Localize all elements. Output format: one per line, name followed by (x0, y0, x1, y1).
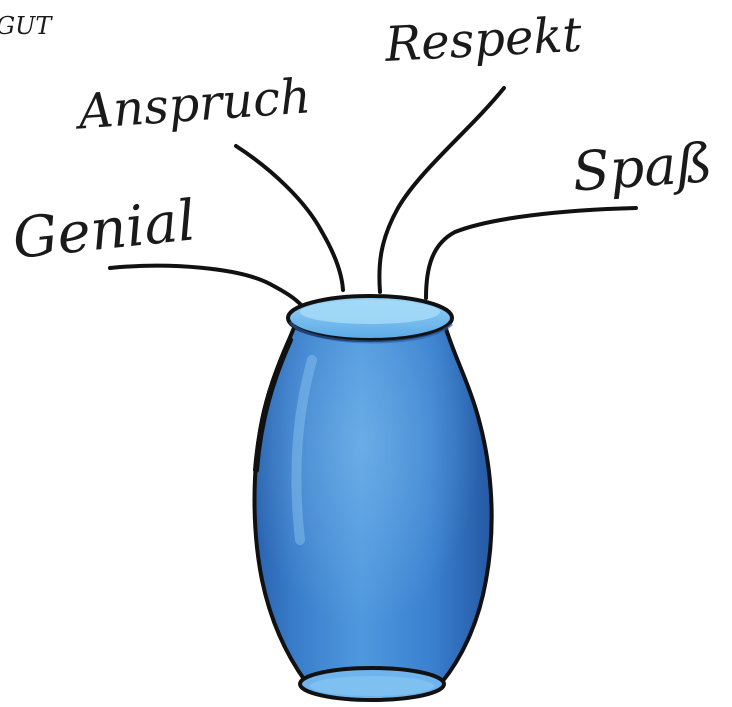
string-respekt (379, 88, 504, 292)
label-genial: Genial (10, 188, 199, 272)
string-genial (110, 266, 302, 306)
corner-text: GUT (0, 12, 53, 40)
vase-icon (255, 296, 492, 700)
label-anspruch: Anspruch (73, 68, 313, 140)
string-anspruch (236, 146, 343, 290)
label-spass: Spaß (570, 131, 714, 204)
label-respekt: Respekt (383, 7, 584, 73)
string-spass (426, 208, 636, 298)
